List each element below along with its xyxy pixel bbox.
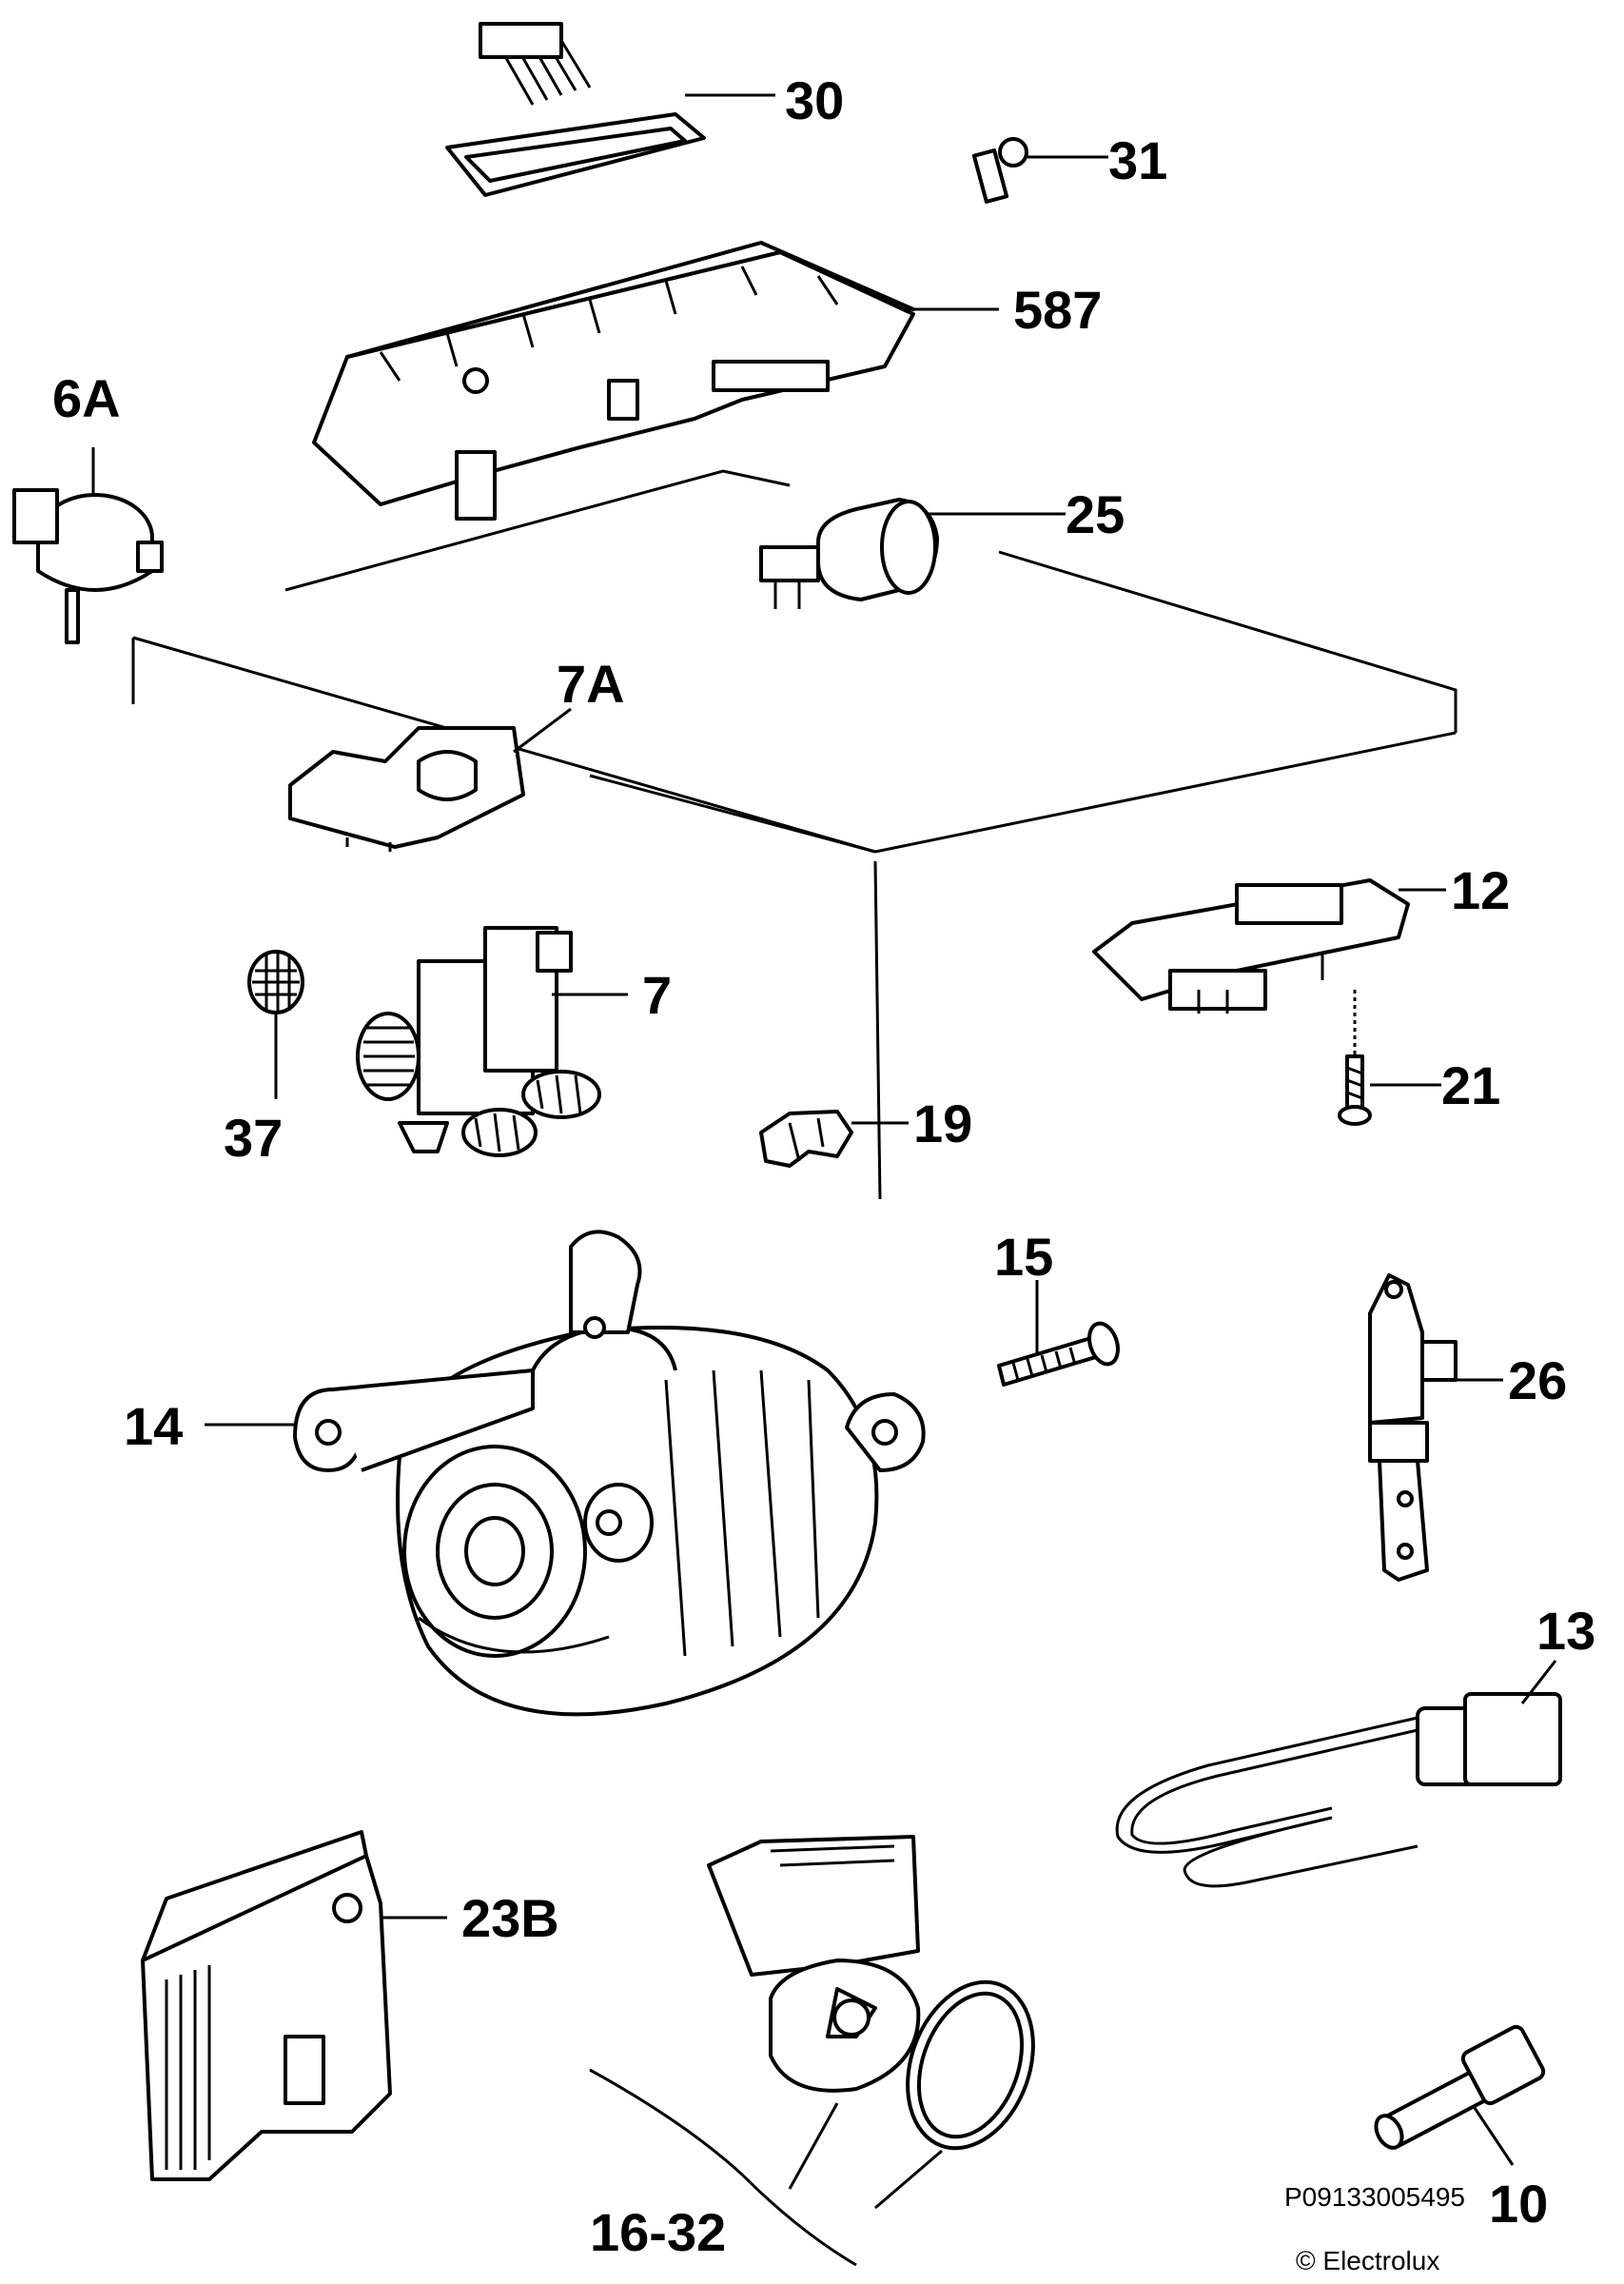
label-25: 25 <box>1066 484 1125 544</box>
part-25-capacitor <box>759 498 1066 609</box>
part-26-thermostat-bracket <box>1368 1273 1503 1582</box>
part-21-screw <box>1338 990 1441 1126</box>
label-12: 12 <box>1451 860 1510 920</box>
label-37: 37 <box>224 1108 283 1168</box>
label-15: 15 <box>994 1227 1053 1287</box>
part-13-heating-element <box>1115 1660 1562 1888</box>
label-16-32: 16-32 <box>590 2202 726 2262</box>
part-14-motor <box>205 1230 926 1717</box>
label-14: 14 <box>124 1396 183 1456</box>
label-10: 10 <box>1489 2174 1548 2234</box>
label-21: 21 <box>1441 1055 1500 1115</box>
part-37-filter <box>247 950 304 1099</box>
part-15-screw <box>997 1280 1120 1387</box>
part-10-ntc-sensor <box>1374 2024 1546 2166</box>
label-7: 7 <box>642 965 672 1025</box>
part-6A-pressure-switch <box>12 447 164 644</box>
part-23B-motor-module <box>141 1830 447 2181</box>
label-587: 587 <box>1013 280 1102 340</box>
label-6A: 6A <box>52 368 121 428</box>
label-30: 30 <box>785 70 844 130</box>
callout-labels: 30 31 587 6A 25 7A 12 7 37 21 19 15 26 1… <box>52 70 1595 2262</box>
label-7A: 7A <box>557 654 625 714</box>
part-12-door-lock <box>1092 878 1446 1014</box>
part-587-control-housing <box>312 241 999 521</box>
part-31-screw <box>971 137 1108 204</box>
part-16-32-drain-pump <box>589 1835 1035 2267</box>
part-30-flat-cable-board <box>445 22 775 197</box>
part-19-clip <box>759 1110 909 1168</box>
label-23B: 23B <box>461 1888 559 1948</box>
label-31: 31 <box>1108 130 1167 190</box>
part-7-inlet-valve <box>356 926 628 1157</box>
label-26: 26 <box>1508 1350 1567 1410</box>
copyright: © Electrolux <box>1296 2246 1439 2275</box>
part-7A-cover <box>288 707 572 852</box>
label-13: 13 <box>1536 1601 1595 1661</box>
diagram-code: P09133005495 <box>1284 2182 1465 2212</box>
label-19: 19 <box>913 1093 972 1153</box>
